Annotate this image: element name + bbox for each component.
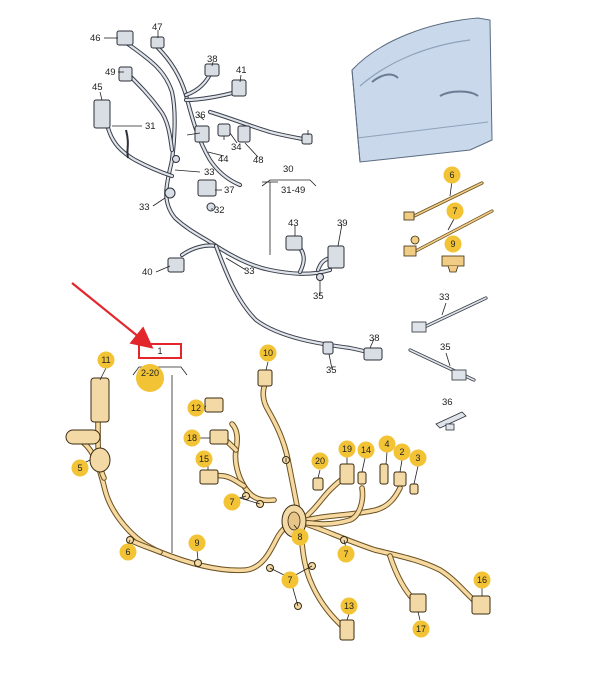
label-33-c: 33 bbox=[244, 266, 255, 277]
badge-10 bbox=[259, 344, 277, 362]
label-31: 31 bbox=[145, 121, 156, 132]
label-36-top: 36 bbox=[195, 110, 206, 121]
grommet-icon bbox=[65, 429, 111, 473]
badge-6-lower-text: 6 bbox=[125, 547, 130, 557]
badge-7-b-text: 7 bbox=[287, 575, 292, 585]
badge-14 bbox=[357, 441, 375, 459]
badge-4 bbox=[378, 435, 396, 453]
label-33-right: 33 bbox=[439, 292, 450, 303]
upper-harness bbox=[103, 41, 377, 357]
main-callout: 1 2-20 bbox=[71, 282, 188, 553]
badge-7-b bbox=[281, 571, 299, 589]
bracket-30-range-label: 31-49 bbox=[281, 185, 305, 196]
badge-8 bbox=[291, 528, 309, 546]
badge-4-text: 4 bbox=[384, 439, 389, 449]
badge-16 bbox=[473, 571, 491, 589]
callout-highlight-box bbox=[138, 343, 182, 359]
badge-13-text: 13 bbox=[344, 601, 354, 611]
label-35-a: 35 bbox=[313, 291, 324, 302]
badge-6-text: 6 bbox=[449, 170, 454, 180]
upper-labels: 46 47 38 41 49 45 31 36 34 44 48 33 37 3… bbox=[90, 22, 380, 376]
label-46: 45 bbox=[92, 82, 103, 93]
badge-7-c bbox=[337, 545, 355, 563]
label-34: 34 bbox=[231, 142, 242, 153]
badge-7-right-text: 7 bbox=[452, 206, 457, 216]
lower-badges: 11 10 12 18 15 5 6 9 7 7 7 8 20 19 14 4 … bbox=[71, 344, 491, 638]
badge-8-text: 8 bbox=[297, 532, 302, 542]
cable-tie-icon bbox=[411, 296, 488, 333]
label-47: 47 bbox=[152, 22, 163, 33]
badge-7-right bbox=[446, 202, 464, 220]
badge-3 bbox=[409, 449, 427, 467]
badge-9-right bbox=[444, 235, 462, 253]
badge-12 bbox=[97, 351, 115, 369]
label-49: 49 bbox=[105, 67, 116, 78]
badge-2-text: 2 bbox=[399, 447, 404, 457]
badge-19-text: 19 bbox=[342, 444, 352, 454]
clip-icon bbox=[435, 411, 467, 431]
badge-16-text: 16 bbox=[477, 575, 487, 585]
badge-19 bbox=[338, 440, 356, 458]
label-38-bottom: 38 bbox=[369, 333, 380, 344]
badge-15 bbox=[195, 450, 213, 468]
badge-14-text: 14 bbox=[361, 445, 371, 455]
door-panel-icon bbox=[351, 17, 493, 163]
clip-icon bbox=[441, 255, 465, 273]
lower-leaders bbox=[79, 361, 483, 621]
badge-6 bbox=[443, 166, 461, 184]
badge-9-text: 9 bbox=[194, 538, 199, 548]
badge-7-c-text: 7 bbox=[343, 549, 348, 559]
callout-main-label: 1 bbox=[157, 346, 162, 356]
badge-18 bbox=[183, 429, 201, 447]
badge-10-text: 10 bbox=[263, 348, 273, 358]
label-37: 37 bbox=[224, 185, 235, 196]
cable-tie-icon bbox=[403, 181, 484, 221]
badge-20 bbox=[311, 452, 329, 470]
label-35-right: 35 bbox=[440, 342, 451, 353]
label-33-b: 33 bbox=[139, 202, 150, 213]
badge-7-a-text: 7 bbox=[229, 497, 234, 507]
badge-17 bbox=[412, 620, 430, 638]
badge-3-text: 3 bbox=[415, 453, 420, 463]
badge-12-text: 11 bbox=[101, 355, 110, 365]
badge-6-lower bbox=[119, 543, 137, 561]
label-43: 44 bbox=[218, 154, 229, 165]
badge-9-right-text: 9 bbox=[450, 239, 455, 249]
lower-connectors bbox=[65, 369, 491, 641]
label-39: 39 bbox=[337, 218, 348, 229]
label-42: 43 bbox=[288, 218, 299, 229]
label-32: 32 bbox=[214, 205, 225, 216]
badge-11-text: 12 bbox=[191, 403, 201, 413]
lower-harness bbox=[77, 379, 481, 629]
badge-2 bbox=[393, 443, 411, 461]
badge-5-text: 5 bbox=[77, 463, 82, 473]
badge-17-text: 17 bbox=[416, 624, 426, 634]
badge-13 bbox=[340, 597, 358, 615]
callout-range-label: 2-20 bbox=[141, 368, 159, 378]
label-41: 41 bbox=[236, 65, 247, 76]
label-33-a: 33 bbox=[204, 167, 215, 178]
badge-18-text: 18 bbox=[187, 433, 197, 443]
label-38-top: 38 bbox=[207, 54, 218, 65]
bracket-30-label: 30 bbox=[283, 164, 294, 175]
upper-leaders bbox=[99, 30, 375, 370]
label-40: 40 bbox=[142, 267, 153, 278]
callout-range-badge bbox=[136, 364, 164, 392]
label-36-right: 36 bbox=[442, 397, 453, 408]
right-clips: 6 7 9 33 35 bbox=[403, 166, 494, 431]
arrow-pointer-icon bbox=[71, 282, 154, 349]
badge-9 bbox=[188, 534, 206, 552]
label-44: 46 bbox=[90, 33, 101, 44]
cable-tie-icon bbox=[408, 348, 476, 382]
cable-tie-icon bbox=[403, 209, 494, 257]
badge-20-text: 20 bbox=[315, 456, 325, 466]
badge-5 bbox=[71, 459, 89, 477]
badge-7-a bbox=[223, 493, 241, 511]
label-35-b: 35 bbox=[326, 365, 337, 376]
badge-11 bbox=[187, 399, 205, 417]
label-45: 48 bbox=[253, 155, 264, 166]
badge-15-text: 15 bbox=[199, 454, 209, 464]
bracket-30: 30 31-49 bbox=[261, 164, 317, 196]
